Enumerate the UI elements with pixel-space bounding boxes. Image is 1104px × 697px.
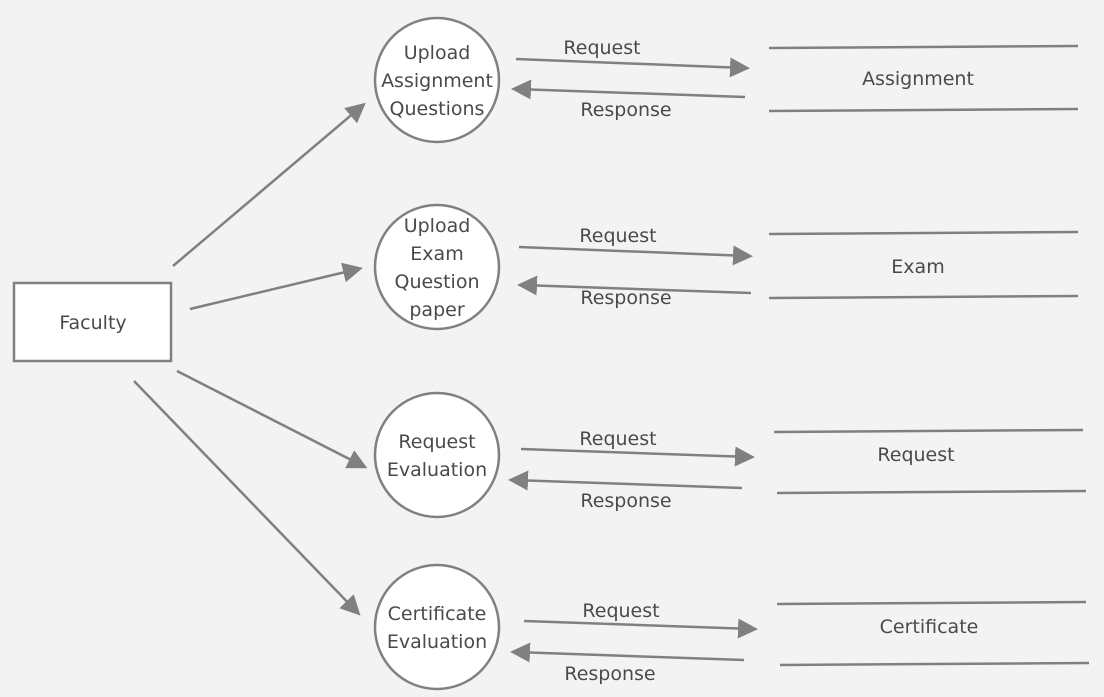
process-label-line: Upload	[404, 215, 471, 237]
faculty-label: Faculty	[59, 312, 126, 334]
response-arrow	[510, 642, 745, 663]
datastore-top-line	[776, 600, 1087, 606]
process-label-line: Upload	[404, 42, 471, 64]
datastore-exam: Exam	[768, 230, 1079, 300]
faculty-to-request-evaluation-arrow	[176, 369, 368, 469]
datastore-label: Certificate	[880, 616, 979, 638]
response-arrow	[517, 275, 752, 296]
process-label-line: Evaluation	[387, 631, 487, 653]
datastore-assignment: Assignment	[768, 44, 1079, 113]
datastore-label: Assignment	[862, 68, 974, 90]
datastore-bottom-line	[776, 489, 1087, 495]
response-label: Response	[580, 287, 671, 309]
datastore-label: Request	[877, 444, 954, 466]
flow-request: Request Response	[508, 428, 755, 512]
process-label-line: Questions	[390, 98, 485, 120]
request-arrow	[518, 245, 753, 266]
request-arrow	[520, 446, 755, 467]
request-label: Request	[579, 225, 656, 247]
response-arrow	[508, 470, 743, 491]
datastore-bottom-line	[779, 661, 1090, 667]
process-upload-exam-question-paper: Upload Exam Question paper	[373, 203, 501, 331]
process-upload-assignment-questions: Upload Assignment Questions	[373, 16, 501, 144]
datastore-top-line	[768, 230, 1079, 236]
datastore-label: Exam	[891, 256, 944, 278]
flow-certificate: Request Response	[510, 600, 758, 685]
process-label-line: Request	[398, 431, 475, 453]
faculty-entity: Faculty	[12, 281, 173, 363]
process-label-line: Exam	[410, 243, 463, 265]
faculty-to-certificate-evaluation-arrow	[133, 380, 361, 616]
request-label: Request	[582, 600, 659, 622]
request-label: Request	[579, 428, 656, 450]
process-label-line: Question	[395, 271, 480, 293]
datastore-top-line	[773, 428, 1084, 434]
response-arrow	[511, 79, 746, 100]
request-arrow	[523, 618, 758, 639]
datastore-certificate: Certificate	[776, 600, 1090, 667]
datastore-request: Request	[773, 428, 1087, 495]
process-label-line: Assignment	[381, 70, 493, 92]
faculty-to-upload-exam-arrow	[189, 262, 363, 311]
request-arrow	[515, 57, 750, 78]
request-label: Request	[563, 37, 640, 59]
process-label-line: Evaluation	[387, 459, 487, 481]
response-label: Response	[580, 99, 671, 121]
process-label-line: paper	[409, 299, 464, 321]
flow-exam: Request Response	[517, 225, 753, 309]
faculty-to-upload-assignment-arrow	[172, 102, 366, 267]
flow-assignment: Request Response	[511, 37, 750, 121]
datastore-bottom-line	[768, 294, 1079, 300]
process-request-evaluation: Request Evaluation	[373, 391, 501, 519]
response-label: Response	[564, 663, 655, 685]
process-certificate-evaluation: Certificate Evaluation	[373, 563, 501, 691]
datastore-top-line	[768, 44, 1079, 50]
process-label-line: Certificate	[388, 603, 487, 625]
datastore-bottom-line	[768, 107, 1079, 113]
response-label: Response	[580, 490, 671, 512]
